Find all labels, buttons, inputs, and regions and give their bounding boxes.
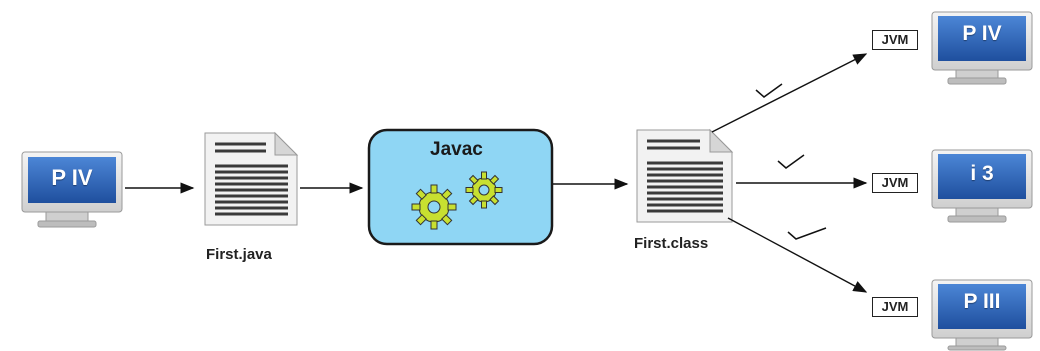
class-file-label: First.class [634, 235, 709, 252]
check-icon-3 [787, 227, 827, 240]
javac-compiler-box [367, 128, 554, 246]
jvm-label-3: JVM [872, 297, 918, 317]
class-file-icon [636, 128, 734, 223]
target-computer-icon-2 [931, 149, 1033, 223]
target-screen-label-1: P IV [962, 22, 1002, 45]
arrow-to-target-1 [711, 53, 868, 133]
jvm-label-1: JVM [872, 30, 918, 50]
check-icon-1 [755, 83, 783, 98]
target-screen-label-2: i 3 [970, 162, 994, 185]
target-computer-icon-1 [931, 11, 1033, 85]
gears-icon [411, 171, 503, 230]
target-computer-icon-3 [931, 279, 1033, 351]
source-computer-icon [21, 151, 123, 228]
java-file-icon [204, 131, 299, 226]
compiler-title: Javac [430, 139, 483, 160]
source-screen-label: P IV [51, 165, 93, 190]
check-icon-2 [777, 154, 805, 169]
target-screen-label-3: P III [963, 290, 1001, 313]
arrow-to-target-3 [727, 217, 868, 293]
jvm-label-2: JVM [872, 173, 918, 193]
source-file-label: First.java [206, 246, 272, 263]
